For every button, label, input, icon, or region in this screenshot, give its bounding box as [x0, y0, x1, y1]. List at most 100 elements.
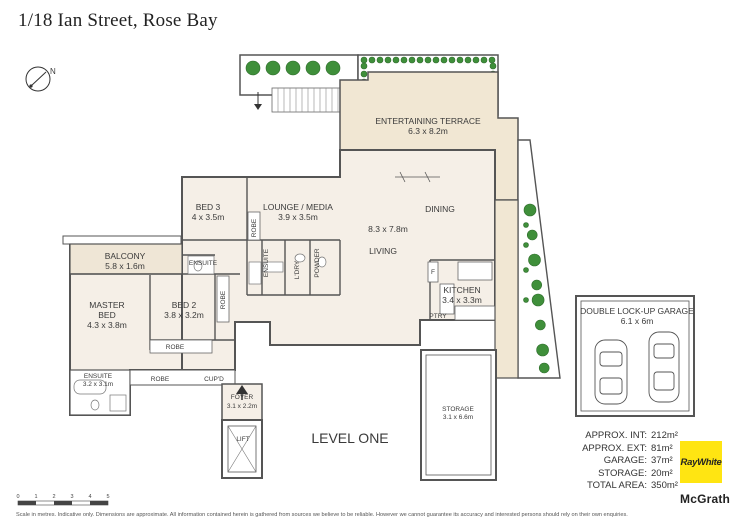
plant-icon	[535, 319, 546, 331]
plant-icon	[424, 56, 432, 64]
garage-label: DOUBLE LOCK-UP GARAGE	[580, 306, 694, 316]
robe-hall-label: ROBE	[151, 376, 170, 383]
disclaimer: Scale in metres. Indicative only. Dimens…	[16, 512, 628, 518]
area-value: 350m²	[651, 480, 678, 491]
robe-bed3-label: ROBE	[251, 218, 258, 237]
lounge-label: LOUNGE / MEDIA	[263, 202, 333, 212]
bed3-dims: 4 x 3.5m	[192, 212, 225, 222]
area-summary: APPROX. INT:212m² APPROX. EXT: 81m² GARAG…	[560, 430, 682, 493]
kitchen-label: KITCHEN	[443, 285, 480, 295]
terrace-dims: 6.3 x 8.2m	[408, 126, 448, 136]
plant-icon	[392, 56, 400, 64]
master-dims: 4.3 x 3.8m	[87, 320, 127, 330]
area-label: TOTAL AREA:	[586, 480, 647, 491]
plant-icon	[523, 267, 529, 273]
storage-room	[420, 349, 497, 481]
scale-tick-label: 4	[88, 494, 91, 500]
compass-icon: N	[25, 66, 56, 92]
plant-icon	[245, 60, 261, 76]
storage-dims: 3.1 x 6.6m	[443, 414, 473, 421]
plant-icon	[432, 56, 440, 64]
terrace-label: ENTERTAINING TERRACE	[375, 116, 481, 126]
page-title: 1/18 Ian Street, Rose Bay	[18, 10, 218, 31]
plant-icon	[456, 56, 464, 64]
plant-icon	[464, 56, 472, 64]
area-row: GARAGE:37m²	[560, 455, 682, 468]
foyer-lift	[221, 383, 263, 479]
raywhite-logo-text: RayWhite	[680, 456, 722, 468]
area-label: APPROX. EXT:	[582, 442, 647, 454]
plant-icon	[325, 60, 341, 76]
side-garden	[494, 139, 561, 379]
plant-icon	[526, 229, 538, 241]
plant-icon	[523, 297, 529, 303]
kitchen-dims: 3.4 x 3.3m	[442, 295, 482, 305]
area-row: APPROX. INT:212m²	[560, 430, 682, 443]
master-label: MASTER	[89, 300, 124, 310]
balcony-label: BALCONY	[105, 251, 146, 261]
area-row: APPROX. EXT: 81m²	[560, 443, 682, 456]
lounge-dims: 3.9 x 3.5m	[278, 212, 318, 222]
plant-icon	[523, 203, 537, 217]
living-label: LIVING	[369, 246, 397, 256]
stairs-top	[254, 87, 343, 113]
plant-icon	[360, 56, 368, 64]
plant-icon	[480, 56, 488, 64]
master-label-2: BED	[98, 310, 115, 320]
plant-icon	[472, 56, 480, 64]
plant-icon	[448, 56, 456, 64]
foyer-dims: 3.1 x 2.2m	[227, 403, 257, 410]
plant-icon	[285, 60, 301, 76]
car-icon	[648, 331, 680, 403]
plant-icon	[440, 56, 448, 64]
storage-label: STORAGE	[442, 406, 474, 413]
scale-bar: 0 1 2 3 4 5	[16, 494, 110, 506]
plant-icon	[528, 253, 541, 267]
robe-bed2-label: ROBE	[220, 290, 227, 309]
ensuite-bed3-label: ENSUITE	[189, 260, 218, 267]
plant-icon	[384, 56, 392, 64]
level-label: LEVEL ONE	[311, 430, 388, 446]
dining-dims: 8.3 x 7.8m	[368, 224, 408, 234]
plant-icon	[416, 56, 424, 64]
garage	[575, 295, 695, 417]
kitchen-bench	[427, 261, 496, 321]
ptry-label: PTRY	[429, 313, 447, 320]
ensuite-master-dims: 3.2 x 3.1m	[83, 381, 113, 388]
area-value: 37m²	[651, 455, 673, 466]
agency-name: McGrath	[680, 492, 731, 506]
scale-tick-label: 2	[52, 494, 55, 500]
plant-icon	[531, 293, 545, 307]
sliding-doors	[395, 171, 440, 183]
bed2-label: BED 2	[172, 300, 197, 310]
bathroom-fixtures	[73, 253, 327, 412]
robe-units	[149, 211, 261, 354]
powder-label: POWDER	[314, 248, 321, 278]
plant-icon	[360, 62, 368, 70]
ensuite-master-label: ENSUITE	[84, 373, 113, 380]
plant-icon	[368, 56, 376, 64]
plant-icon	[265, 60, 281, 76]
plant-icon	[360, 70, 368, 78]
garage-dims: 6.1 x 6m	[621, 316, 654, 326]
foyer-label: FOYER	[231, 394, 254, 401]
plant-icon	[488, 56, 496, 64]
bed3-label: BED 3	[196, 202, 221, 212]
plant-icon	[538, 362, 550, 374]
area-row: STORAGE:20m²	[560, 468, 682, 481]
car-icon	[594, 339, 628, 405]
ensuite-lounge-label: ENSUITE	[263, 248, 270, 277]
balcony-dims: 5.8 x 1.6m	[105, 261, 145, 271]
plant-icon	[536, 343, 549, 357]
raywhite-logo: RayWhite	[680, 441, 722, 483]
plant-icon	[523, 242, 529, 248]
scale-tick-label: 3	[70, 494, 73, 500]
plant-icon	[531, 279, 543, 291]
ldry-label: L'DRY	[294, 260, 301, 279]
area-value: 81m²	[651, 442, 673, 454]
area-label: APPROX. INT:	[585, 430, 647, 441]
plant-icon	[408, 56, 416, 64]
area-row: TOTAL AREA: 350m²	[560, 480, 682, 493]
bed2-dims: 3.8 x 3.2m	[164, 310, 204, 320]
